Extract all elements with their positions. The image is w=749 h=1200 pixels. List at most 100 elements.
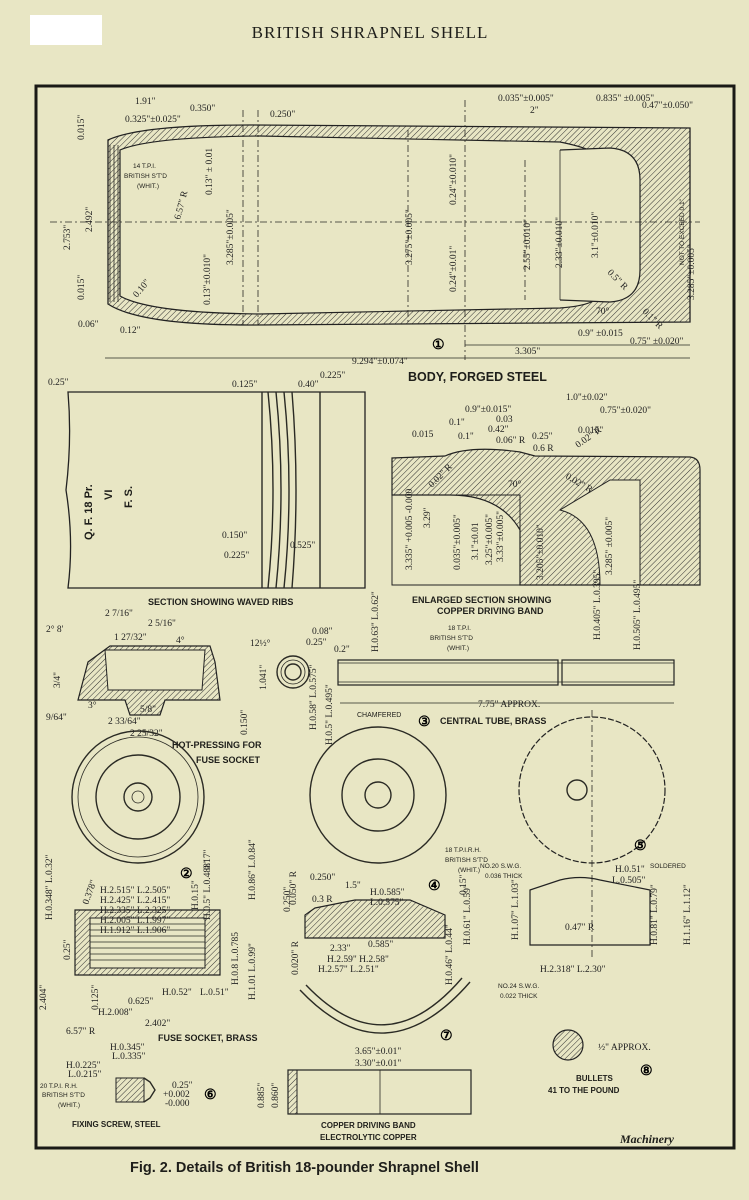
dimension-label: 2.404": [39, 985, 49, 1010]
dimension-label: H.1.07" L.1.03": [511, 879, 521, 940]
dimension-label: 1.0"±0.02": [566, 393, 608, 403]
bullets-label-1: BULLETS: [576, 1074, 614, 1083]
dimension-label: 18 T.P.I.R.H.: [445, 847, 481, 854]
dimension-label: 1.041": [259, 665, 269, 690]
dimension-label: 3.285"±0.005": [226, 209, 236, 265]
dimension-label: 0.3 R: [312, 895, 333, 905]
dimension-label: -0.000: [165, 1099, 190, 1109]
dimension-label: 0.378": [81, 879, 99, 906]
dimension-label: H.0.81" L.0.79": [650, 884, 660, 945]
dimension-label: H.0.86" L.0.84": [248, 839, 258, 900]
fixing-screw-drawing: H.0.345" L.0.335" H.0.225" L.0.215" 0.25…: [40, 1043, 193, 1109]
dimension-label: 0.015": [77, 275, 87, 300]
dimension-label: 0.40": [298, 380, 319, 390]
dimension-label: 1.5": [345, 881, 361, 891]
dimension-label: H.0.58" L.0.575": [309, 664, 319, 730]
dimension-label: H.0.63" L.0.62": [371, 591, 381, 652]
dimension-label: H.1.16" L.1.12": [683, 884, 693, 945]
dimension-label: H.0.345": [110, 1043, 145, 1053]
dimension-label: 0.75" ±0.020": [630, 337, 683, 347]
dimension-label: (WHIT.): [137, 183, 159, 190]
dimension-label: 0.06" R: [496, 436, 526, 446]
dimension-label: F. S.: [123, 486, 135, 508]
dimension-label: 0.225": [320, 371, 345, 381]
part-number-8: ⑧: [640, 1064, 653, 1079]
dimension-label: 0.1": [458, 432, 474, 442]
dimension-label: BRITISH S'T'D: [430, 635, 473, 642]
dimension-label: L.0.575": [370, 898, 404, 908]
dimension-label: 14 T.P.I.: [133, 163, 156, 170]
hot-pressing-label-1: HOT-PRESSING FOR: [172, 740, 262, 750]
dimension-label: H.0.5" L.0.495": [325, 684, 335, 745]
bullets-label-2: 41 TO THE POUND: [548, 1086, 620, 1095]
dimension-label: 3.33"±0.005": [496, 511, 506, 562]
dimension-label: 0.020" R: [291, 940, 301, 975]
body-drawing: [50, 100, 700, 360]
dimension-label: 2.33": [330, 944, 351, 954]
dimension-label: 0.25": [63, 939, 73, 960]
blank-patch: [30, 15, 102, 45]
dimension-label: H.2.515" L.2.505": [100, 886, 170, 896]
dimension-label: 0.03: [496, 415, 513, 425]
dimension-label: 2° 8': [46, 624, 64, 635]
dimension-label: BRITISH S'T'D: [445, 857, 488, 864]
part-number-7: ⑦: [440, 1029, 453, 1044]
dimension-label: 2.753": [63, 225, 73, 250]
dimension-label: 0.25": [532, 432, 553, 442]
dimension-label: 3.335" +0.005 -0.000: [405, 488, 415, 570]
dimension-label: 0.13" ± 0.01: [205, 148, 215, 195]
dimension-label: 0.125": [91, 985, 101, 1010]
drawing-frame: [34, 84, 736, 1150]
dimension-label: 0.022 THICK: [500, 993, 538, 1000]
dimension-label: 18 T.P.I.: [448, 625, 471, 632]
dimension-label: 0.250": [310, 873, 335, 883]
dimension-label: 1 27/32": [114, 633, 147, 643]
dimension-label: 3/4": [53, 672, 63, 688]
fuse-socket-label: FUSE SOCKET, BRASS: [158, 1033, 258, 1043]
dimension-label: ½" APPROX.: [598, 1042, 651, 1053]
dimension-label: 0.9"±0.015": [465, 405, 511, 415]
fuse-socket-drawing: H.0.348" L.0.32" 0.378" H.2.515" L.2.505…: [39, 730, 258, 1037]
dimension-label: BRITISH S'T'D: [124, 173, 167, 180]
dimension-label: H.0.46" L.0.44": [445, 924, 455, 985]
dimension-label: 2.55"±0.010": [523, 219, 533, 270]
dimension-label: L.0.505": [612, 876, 646, 886]
dimension-label: 0.06": [78, 320, 99, 330]
dimension-label: CHAMFERED: [357, 712, 401, 719]
dimension-label: L.0.335": [112, 1052, 146, 1062]
dimension-label: 3.1"±0.01: [471, 522, 481, 560]
dimension-label: 2.492": [85, 207, 95, 232]
dimension-label: 0.225": [224, 551, 249, 561]
central-tube-drawing: 0.08" 0.25" 0.2" H.0.63" L.0.62" H.0.405…: [276, 570, 675, 745]
dimension-label: 2": [530, 106, 539, 116]
dimension-label: H.0.405" L.0.395": [593, 570, 603, 640]
figure-caption: Fig. 2. Details of British 18-pounder Sh…: [130, 1160, 479, 1176]
dimension-label: L.0.215": [68, 1070, 102, 1080]
part-number-6: ⑥: [204, 1088, 217, 1103]
dimension-label: H.0.15": [191, 880, 201, 910]
dimension-label: 0.2": [334, 645, 350, 655]
dimension-label: H.1.01 L.0.99": [248, 943, 258, 1000]
dimension-label: 3.65"±0.01": [355, 1047, 401, 1057]
dimension-label: 3.30"±0.01": [355, 1059, 401, 1069]
dimension-label: 0.350": [190, 104, 215, 114]
enlarged-section-label-1: ENLARGED SECTION SHOWING: [412, 595, 552, 605]
dimension-label: 0.015": [77, 115, 87, 140]
dimension-label: 0.1": [449, 418, 465, 428]
dimension-label: 3.29": [423, 507, 433, 528]
dimension-label: H.2.005" L.1.997": [100, 916, 170, 926]
driving-band-drawing: 0.250" 0.3 R 0.050" R 1.5" H.0.585" L.0.…: [283, 726, 488, 985]
dimension-label: 0.325"±0.025": [125, 115, 181, 125]
page-header: BRITISH SHRAPNEL SHELL: [252, 23, 489, 42]
dimension-label: 3.285"±0.005": [687, 244, 697, 300]
dimension-label: 2 7/16": [105, 609, 133, 619]
dimension-label: 0.860": [271, 1083, 281, 1108]
band-strip-drawing: 3.65"±0.01" 3.30"±0.01" 0.885" 0.860": [257, 1047, 472, 1115]
dimension-label: H.0.505" L.0.495": [633, 580, 643, 650]
dimension-label: H.0.348" L.0.32": [45, 854, 55, 920]
enlarged-section-drawing: 0.9"±0.015" 1.0"±0.02" 0.75"±0.020" 0.1"…: [391, 393, 701, 586]
dimension-label: 1.91": [135, 97, 156, 107]
dimension-label: 3.25"±0.005": [485, 514, 495, 565]
dimension-label: H.0.52": [162, 988, 192, 998]
